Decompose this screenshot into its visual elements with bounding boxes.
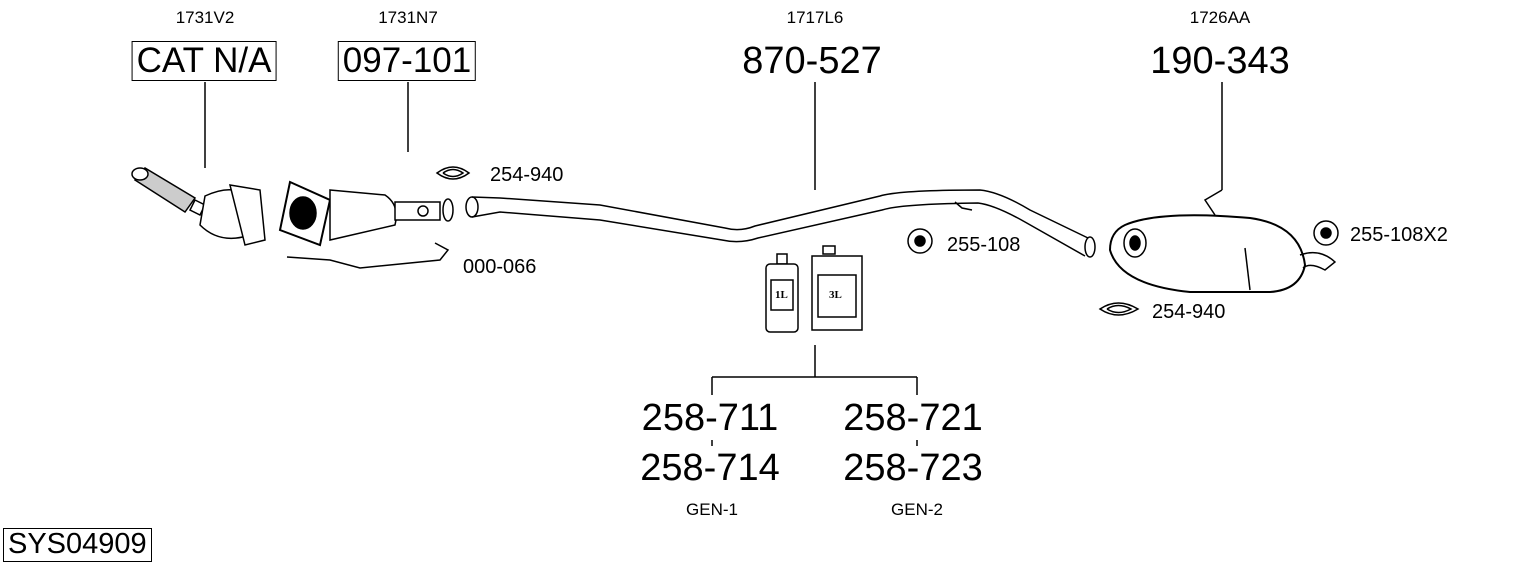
accessory-label: 255-108 xyxy=(947,234,1021,256)
accessory-label: 254-940 xyxy=(1152,301,1226,323)
part-number: 870-527 xyxy=(742,40,882,82)
clamp-icon xyxy=(435,166,471,180)
rubber-hanger-icon xyxy=(1313,220,1339,246)
accessory-label: 255-108X2 xyxy=(1350,224,1448,246)
fluid-bottle-1l xyxy=(765,253,799,333)
gen-label: GEN-1 xyxy=(686,500,738,519)
fluid-bracket xyxy=(711,345,918,446)
accessory-label: 000-066 xyxy=(463,256,537,278)
intermediate-pipe xyxy=(465,189,1096,258)
part-number: 190-343 xyxy=(1150,40,1290,82)
system-id: SYS04909 xyxy=(3,528,152,562)
bottle-label: 1L xyxy=(775,289,788,301)
ref-label: 1717L6 xyxy=(786,8,844,27)
part-number: 258-723 xyxy=(843,447,983,489)
rear-muffler xyxy=(1108,189,1337,293)
accessory-label: 254-940 xyxy=(490,164,564,186)
gen-label: GEN-2 xyxy=(891,500,943,519)
particulate-filter xyxy=(278,180,454,247)
can-label: 3L xyxy=(829,289,842,301)
part-number: CAT N/A xyxy=(131,41,277,81)
clamp-icon xyxy=(1098,302,1140,316)
fluid-can-3l xyxy=(811,245,863,331)
part-number: 258-711 xyxy=(641,397,779,439)
ref-label: 1731N7 xyxy=(378,8,438,27)
rubber-hanger-icon xyxy=(907,228,933,254)
sensor-pipe xyxy=(286,242,450,269)
catalytic-converter-front xyxy=(131,167,266,246)
part-number: 097-101 xyxy=(337,41,477,81)
ref-label: 1731V2 xyxy=(175,8,235,27)
part-number: 258-714 xyxy=(640,447,780,489)
ref-label: 1726AA xyxy=(1189,8,1251,27)
part-number: 258-721 xyxy=(843,397,983,439)
